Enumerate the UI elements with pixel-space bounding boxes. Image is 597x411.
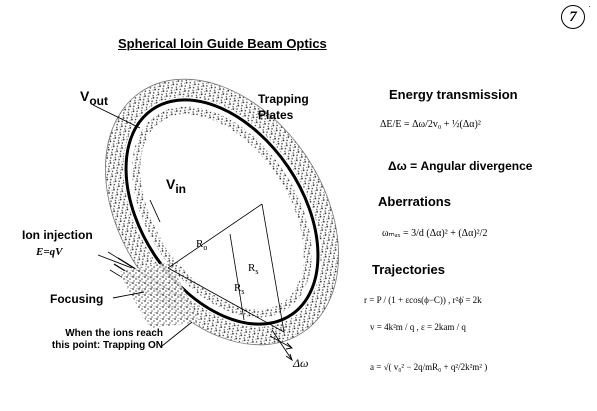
trajectories-heading: Trajectories [372, 262, 445, 277]
rs-lower-subscript: s [241, 287, 245, 297]
trajectories-formula-3: a = √( v₀² − 2q/mR₀ + q²/2k²m² ) [370, 362, 488, 372]
aberrations-heading: Aberrations [378, 194, 451, 209]
ion-injection-label: Ion injection [22, 228, 93, 242]
page-number-badge: 7 [561, 5, 585, 29]
v-out-subscript: out [89, 93, 108, 108]
rs-lower-label: Rs [234, 282, 244, 296]
pointer-lines [92, 104, 193, 347]
focusing-label: Focusing [50, 292, 104, 306]
v-in-subscript: in [175, 181, 187, 196]
rs-upper-label: Rs [248, 262, 258, 276]
beam-trajectory [124, 98, 320, 326]
corner-mark: · [588, 2, 591, 11]
r0-symbol: R [196, 238, 204, 250]
energy-formula-prefix: ΔE/E = [380, 119, 410, 130]
page-number: 7 [569, 9, 577, 25]
energy-equation-label: E=qV [36, 246, 63, 258]
trapping-label-line1: Trapping [258, 92, 309, 106]
v-out-symbol: V [80, 88, 90, 104]
inner-trapping-plate [132, 106, 312, 318]
v-in-symbol: V [166, 176, 176, 192]
energy-transmission-formula: ΔE/E = Δω/2v₀ + ½(Δα)² [380, 119, 481, 130]
page-title: Spherical Ioin Guide Beam Optics [118, 36, 327, 51]
trapping-note: When the ions reach this point: Trapping… [28, 328, 163, 352]
angular-divergence-definition: Δω = Angular divergence [388, 159, 533, 173]
v-out-label: Vout [80, 88, 108, 108]
trajectories-formula-2: v = 4k²m / q , ε = 2kam / q [370, 322, 466, 332]
trajectories-formula-1: r = P / (1 + εcos(ϕ−C)) , r²ϕ̇ = 2k [364, 295, 482, 305]
trapping-note-line2: this point: Trapping ON [51, 340, 163, 351]
divergence-arrows [269, 329, 293, 362]
energy-transmission-heading: Energy transmission [389, 87, 518, 102]
trapping-plates-label: Trapping Plates [258, 91, 309, 123]
radii-lines [167, 203, 285, 333]
delta-omega-label: Δω [293, 356, 309, 370]
rs-upper-subscript: s [255, 267, 259, 277]
focusing-lens [118, 262, 200, 328]
outer-trapping-plate [105, 79, 339, 345]
rs-lower-symbol: R [234, 282, 242, 294]
v-in-label: Vin [166, 176, 186, 196]
rs-upper-symbol: R [248, 262, 256, 274]
r0-label: Ro [196, 238, 207, 252]
trapping-note-line1: When the ions reach [65, 328, 163, 339]
trapping-label-line2: Plates [258, 108, 294, 122]
energy-formula-body: Δω/2v₀ + ½(Δα)² [412, 119, 481, 130]
r0-subscript: o [203, 243, 208, 253]
aberrations-formula: ωₘₐₓ = 3/d (Δα)² + (Δα)²/2 [382, 228, 488, 239]
